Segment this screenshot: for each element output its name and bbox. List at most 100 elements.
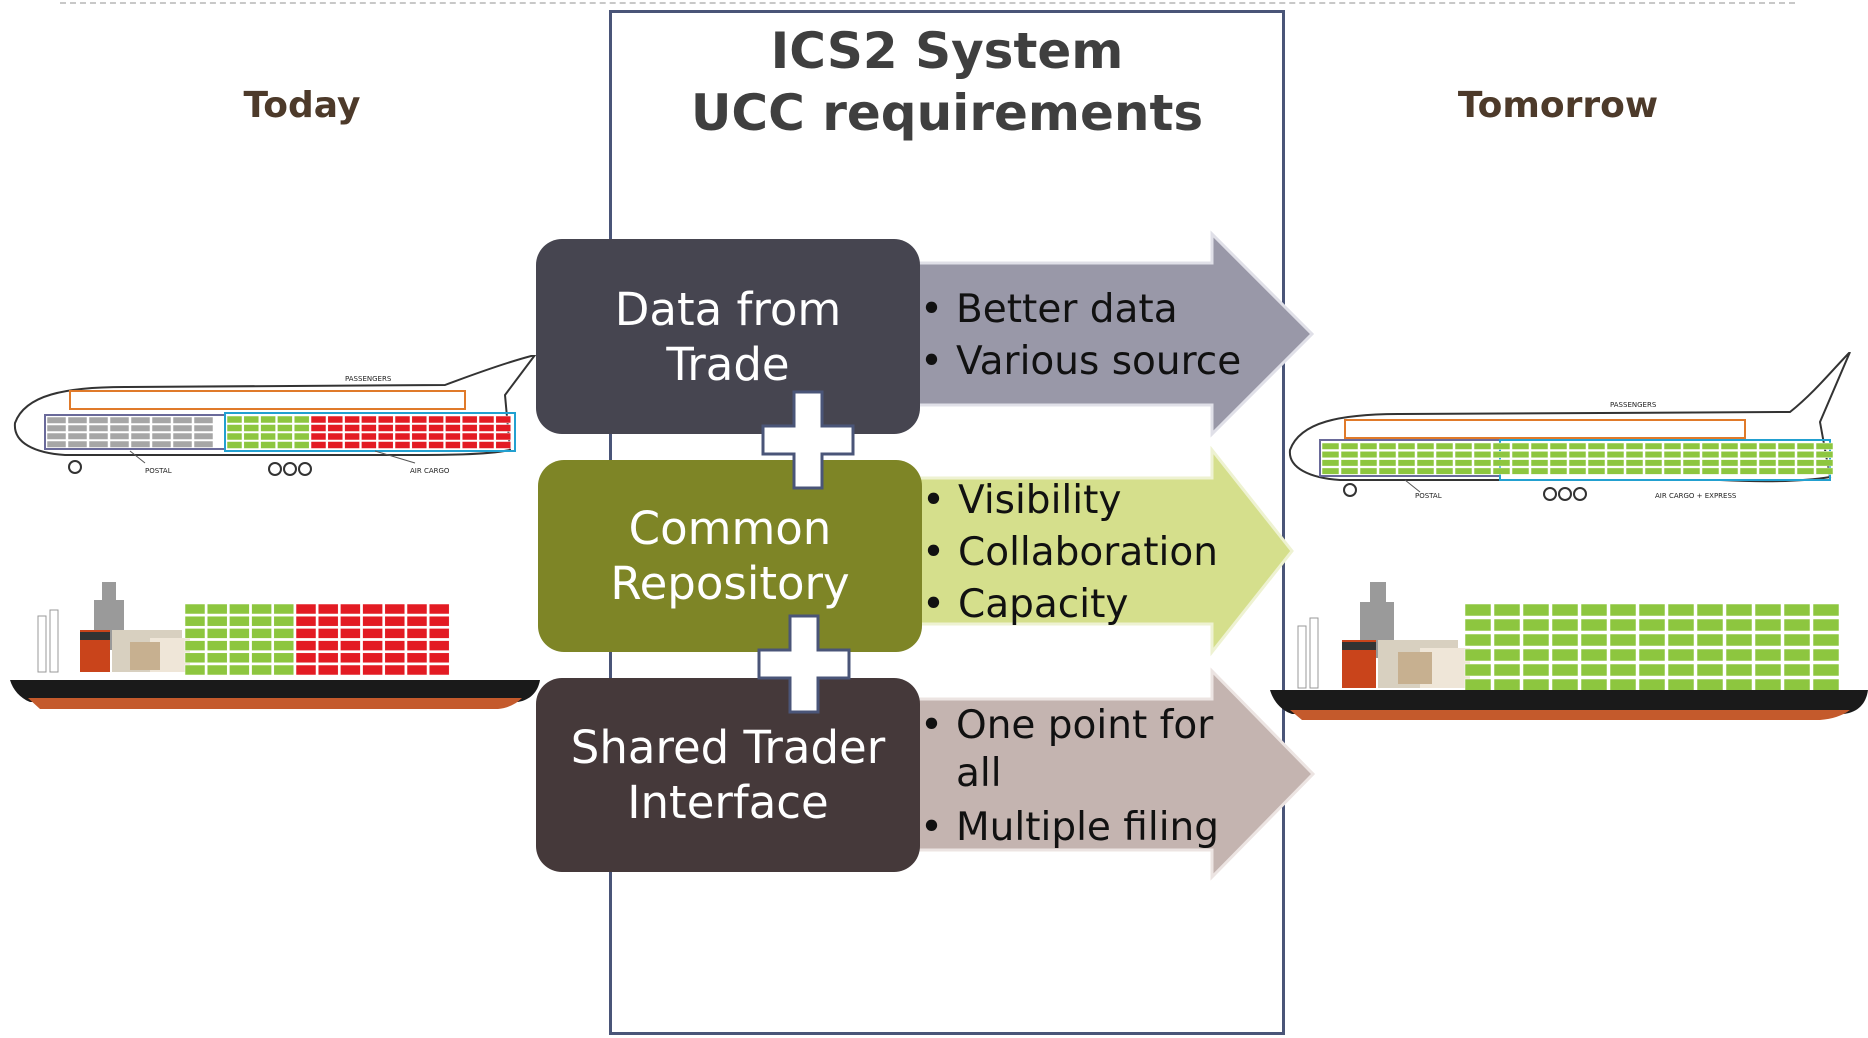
- container-block: [1682, 442, 1701, 450]
- container-block: [1758, 459, 1777, 467]
- container-block: [478, 432, 495, 441]
- container-block: [1696, 618, 1724, 632]
- container-block: [1725, 663, 1753, 677]
- container-block: [1580, 618, 1608, 632]
- container-block: [151, 416, 172, 424]
- air-cargo-express-label: AIR CARGO + EXPRESS: [1655, 492, 1737, 500]
- container-block: [193, 432, 214, 440]
- container-block: [1812, 678, 1840, 692]
- pillar-box-shared-trader-interface: Shared Trader Interface: [536, 678, 920, 872]
- container-block: [1551, 603, 1579, 617]
- container-block: [411, 441, 428, 449]
- container-block: [411, 432, 428, 441]
- container-block: [406, 615, 428, 627]
- container-block: [1473, 451, 1492, 459]
- container-block: [428, 640, 450, 651]
- container-block: [362, 615, 383, 627]
- container-block: [46, 440, 67, 448]
- pillar-title: Shared Trader: [570, 721, 886, 774]
- today-label: Today: [243, 85, 361, 126]
- container-block: [273, 664, 295, 676]
- container-block: [327, 424, 344, 432]
- container-block: [1644, 467, 1663, 475]
- container-block: [1473, 459, 1492, 467]
- container-block: [206, 652, 228, 664]
- container-block: [273, 640, 295, 651]
- plus-icon: [761, 390, 855, 490]
- container-block: [130, 424, 151, 432]
- container-block: [206, 628, 228, 639]
- container-block: [1638, 678, 1666, 692]
- container-block: [1511, 451, 1530, 459]
- container-block: [1682, 451, 1701, 459]
- bullet-item: •Collaboration: [922, 530, 1218, 575]
- pillar-title: Trade: [666, 337, 790, 391]
- container-block: [1638, 618, 1666, 632]
- container-block: [1340, 442, 1359, 450]
- container-block: [293, 424, 310, 432]
- title-line-1: ICS2 System: [770, 22, 1124, 80]
- container-block: [206, 664, 228, 676]
- container-block: [277, 432, 293, 441]
- container-block: [184, 615, 206, 627]
- container-block: [1682, 467, 1701, 475]
- container-block: [317, 652, 339, 664]
- container-block: [1530, 467, 1549, 475]
- postal-label: POSTAL: [1415, 492, 1442, 500]
- container-block: [184, 603, 206, 615]
- container-block: [1812, 633, 1840, 647]
- container-block: [1701, 459, 1720, 467]
- container-block: [384, 640, 406, 651]
- container-block: [295, 615, 317, 627]
- container-block: [428, 603, 450, 615]
- container-block: [1530, 442, 1549, 450]
- container-block: [172, 416, 193, 424]
- cargo-ship-icon: [1270, 582, 1868, 720]
- title-line-2: UCC requirements: [690, 84, 1204, 142]
- container-block: [1725, 618, 1753, 632]
- container-block: [295, 640, 317, 651]
- container-block: [1551, 618, 1579, 632]
- bullet-item: •Capacity: [922, 582, 1129, 627]
- container-block: [445, 432, 461, 441]
- container-block: [1783, 633, 1811, 647]
- container-block: [273, 603, 295, 615]
- container-block: [1522, 618, 1550, 632]
- container-block: [344, 424, 360, 432]
- container-block: [1551, 678, 1579, 692]
- container-block: [1580, 648, 1608, 662]
- container-block: [394, 432, 411, 441]
- container-block: [46, 424, 67, 432]
- airplane-icon: PASSENGERS POSTAL AIR CARGO + EXPRESS: [1288, 352, 1851, 501]
- pillar-title: Data from: [614, 282, 842, 336]
- container-block: [1720, 467, 1739, 475]
- container-block: [1754, 633, 1782, 647]
- container-block: [1754, 648, 1782, 662]
- container-block: [1758, 451, 1777, 459]
- container-block: [1696, 603, 1724, 617]
- container-block: [411, 415, 428, 424]
- container-block: [243, 432, 260, 441]
- container-block: [1493, 603, 1521, 617]
- container-block: [1464, 678, 1492, 692]
- container-block: [478, 441, 495, 449]
- container-block: [243, 441, 260, 449]
- container-block: [229, 603, 250, 615]
- container-block: [1815, 459, 1834, 467]
- arrow-right-icon: [900, 446, 1294, 657]
- container-block: [226, 415, 243, 424]
- arrow-right-icon: [900, 667, 1316, 881]
- container-block: [1777, 442, 1796, 450]
- container-block: [1321, 442, 1340, 450]
- pillar-title: Repository: [610, 557, 850, 610]
- container-block: [1549, 451, 1568, 459]
- container-block: [1454, 442, 1473, 450]
- pillar-title: Common: [628, 502, 832, 555]
- container-block: [340, 652, 361, 664]
- container-block: [1530, 451, 1549, 459]
- container-block: [46, 416, 67, 424]
- pillar-title: Interface: [627, 776, 829, 829]
- container-block: [461, 432, 478, 441]
- container-block: [1667, 648, 1695, 662]
- container-block: [151, 440, 172, 448]
